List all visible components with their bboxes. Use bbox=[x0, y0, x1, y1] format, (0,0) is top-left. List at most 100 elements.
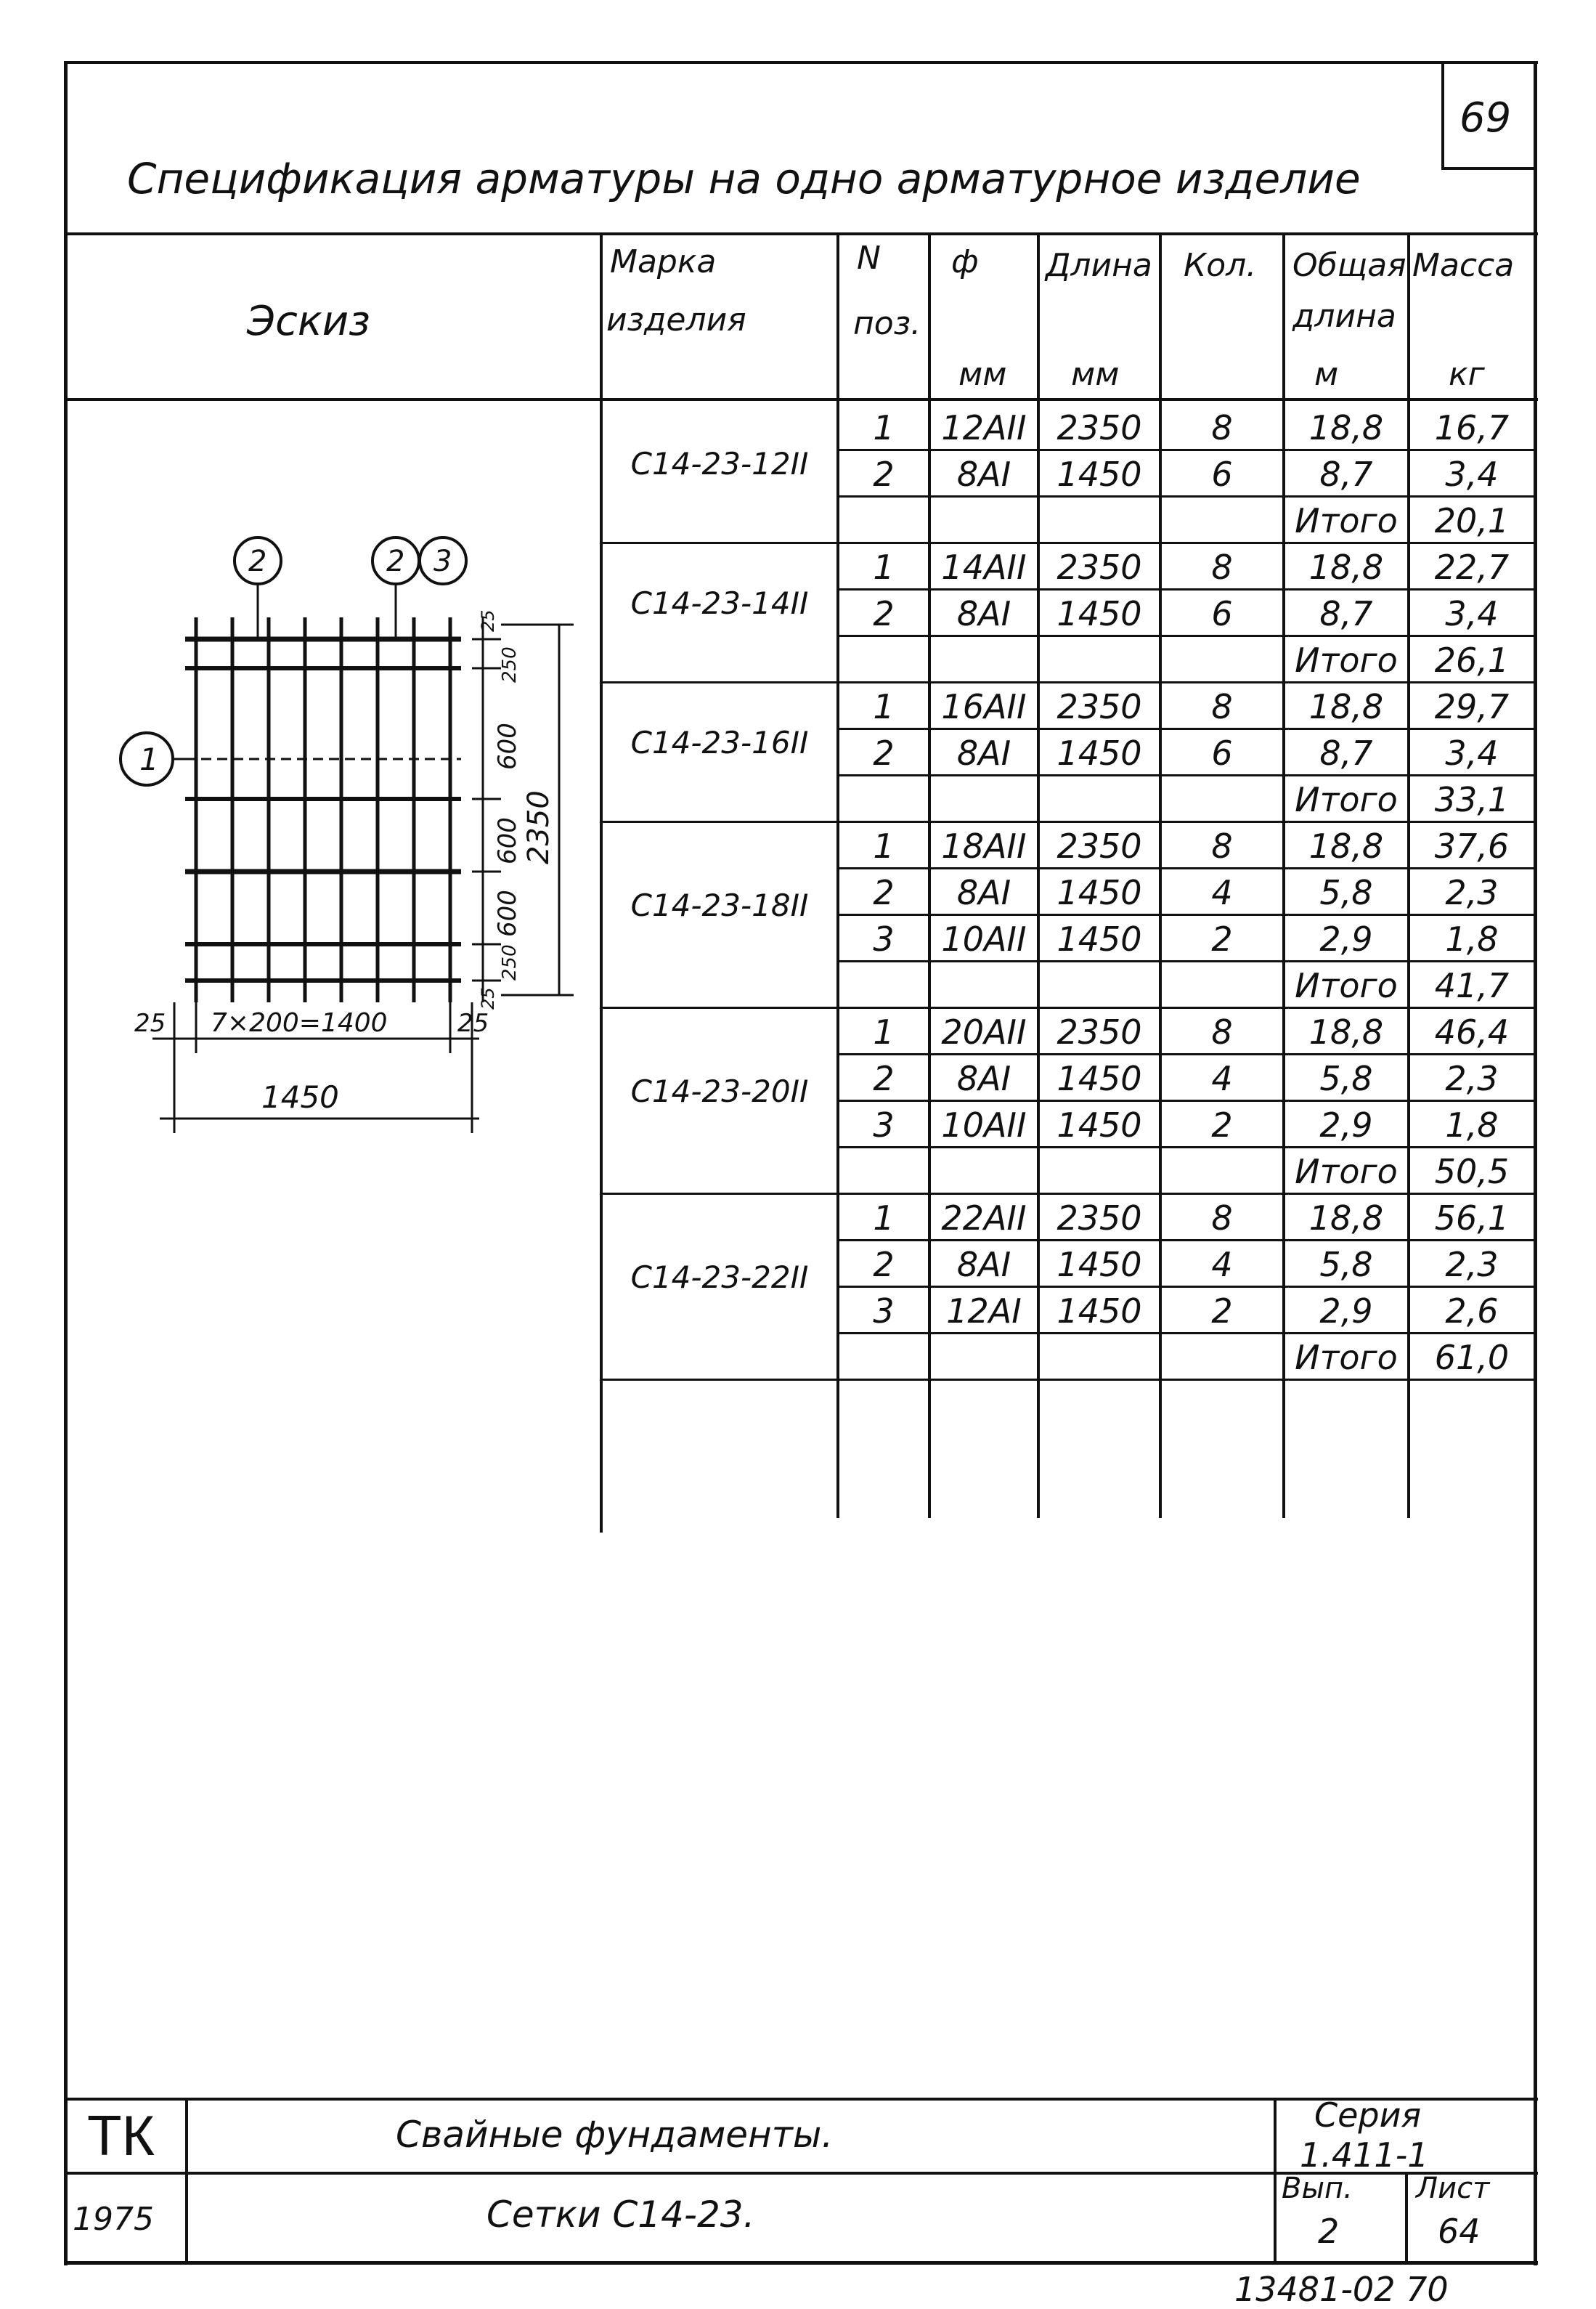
row-line bbox=[838, 774, 1535, 776]
total-mass: 26,1 bbox=[1434, 641, 1510, 680]
footer-number: 13481-02 70 bbox=[1234, 2270, 1449, 2309]
dim-overall-width: 1450 bbox=[261, 1079, 339, 1115]
stamp-series-value: 1.411-1 bbox=[1300, 2135, 1429, 2175]
cell-mass: 2,3 bbox=[1445, 1245, 1499, 1284]
callout-label: 2 bbox=[386, 545, 404, 578]
cell-total: 18,8 bbox=[1308, 548, 1384, 587]
cell-length: 2350 bbox=[1056, 687, 1142, 726]
cell-diam: 16АII bbox=[941, 687, 1027, 726]
total-label: Итого bbox=[1295, 501, 1398, 540]
stamp-vol-value: 2 bbox=[1318, 2212, 1340, 2251]
group-line bbox=[600, 681, 1535, 683]
cell-length: 2350 bbox=[1056, 827, 1142, 866]
header-total-3: м bbox=[1314, 356, 1339, 393]
cell-total: 2,9 bbox=[1319, 920, 1373, 959]
header-mark-1: Марка bbox=[610, 243, 717, 280]
cell-total: 18,8 bbox=[1308, 408, 1384, 447]
cell-count: 8 bbox=[1211, 548, 1233, 587]
row-line bbox=[838, 449, 1535, 451]
cell-mass: 56,1 bbox=[1434, 1198, 1510, 1238]
cell-mass: 3,4 bbox=[1445, 594, 1499, 633]
row-line bbox=[838, 1146, 1535, 1148]
dim-right: 600 bbox=[493, 817, 522, 864]
cell-pos: 3 bbox=[873, 1105, 895, 1145]
group-line bbox=[600, 542, 1535, 544]
stamp-org: ТК bbox=[87, 2103, 155, 2167]
row-line bbox=[838, 1053, 1535, 1055]
callout-circle bbox=[418, 536, 468, 585]
total-mass: 20,1 bbox=[1434, 501, 1510, 540]
cell-total: 5,8 bbox=[1319, 1245, 1373, 1284]
stamp-vol-label: Вып. bbox=[1282, 2172, 1353, 2205]
total-label: Итого bbox=[1295, 1152, 1398, 1191]
cell-mass: 29,7 bbox=[1434, 687, 1510, 726]
cell-mark: С14-23-14II bbox=[630, 585, 809, 621]
stamp-title-2: Сетки С14-23. bbox=[486, 2194, 755, 2236]
header-bottom-line bbox=[64, 398, 1538, 401]
col-line-pos bbox=[928, 232, 931, 1518]
cell-mark: С14-23-16II bbox=[630, 725, 809, 760]
row-line bbox=[838, 1286, 1535, 1288]
cell-total: 2,9 bbox=[1319, 1105, 1373, 1145]
cell-pos: 3 bbox=[873, 920, 895, 959]
stamp-col2 bbox=[1274, 2098, 1277, 2265]
cell-count: 8 bbox=[1211, 1013, 1233, 1052]
dim-right: 600 bbox=[493, 890, 522, 937]
row-line bbox=[838, 495, 1535, 498]
cell-mass: 1,8 bbox=[1445, 920, 1499, 959]
total-label: Итого bbox=[1295, 780, 1398, 819]
header-mark-2: изделия bbox=[606, 301, 746, 338]
cell-mass: 16,7 bbox=[1434, 408, 1510, 447]
header-mass-2: кг bbox=[1449, 356, 1485, 393]
cell-mark: С14-23-20II bbox=[630, 1074, 809, 1109]
cell-mass: 2,3 bbox=[1445, 873, 1499, 912]
cell-diam: 14АII bbox=[941, 548, 1027, 587]
callout-label: 2 bbox=[248, 545, 266, 578]
dim-bottom-right: 25 bbox=[457, 1009, 489, 1038]
cell-pos: 1 bbox=[873, 1013, 895, 1052]
stamp-mid-line bbox=[64, 2172, 1538, 2175]
row-line bbox=[838, 588, 1535, 591]
cell-mass: 22,7 bbox=[1434, 548, 1510, 587]
cell-pos: 2 bbox=[873, 455, 895, 494]
cell-total: 18,8 bbox=[1308, 1198, 1384, 1238]
dim-right: 250 bbox=[499, 646, 521, 683]
header-total-1: Общая bbox=[1292, 247, 1406, 284]
cell-diam: 18АII bbox=[941, 827, 1027, 866]
cell-pos: 1 bbox=[873, 408, 895, 447]
row-line bbox=[838, 914, 1535, 916]
cell-pos: 2 bbox=[873, 1059, 895, 1098]
cell-pos: 2 bbox=[873, 594, 895, 633]
col-line-diam bbox=[1037, 232, 1040, 1518]
header-length-2: мм bbox=[1071, 356, 1120, 393]
cell-length: 1450 bbox=[1056, 1245, 1142, 1284]
cell-count: 8 bbox=[1211, 408, 1233, 447]
cell-diam: 8АI bbox=[956, 873, 1011, 912]
cell-count: 6 bbox=[1211, 734, 1233, 773]
cell-length: 2350 bbox=[1056, 1198, 1142, 1238]
header-sketch: Эскиз bbox=[247, 298, 370, 345]
frame-top bbox=[64, 61, 1538, 64]
cell-length: 1450 bbox=[1056, 455, 1142, 494]
header-diam-1: ф bbox=[951, 243, 979, 280]
stamp-series-label: Серия bbox=[1314, 2095, 1422, 2135]
stamp-year: 1975 bbox=[73, 2201, 154, 2238]
col-line-count bbox=[1282, 232, 1285, 1518]
cell-total: 18,8 bbox=[1308, 827, 1384, 866]
header-mass-1: Масса bbox=[1412, 247, 1515, 284]
cell-mass: 3,4 bbox=[1445, 734, 1499, 773]
cell-diam: 8АI bbox=[956, 734, 1011, 773]
total-mass: 41,7 bbox=[1434, 966, 1510, 1005]
cell-count: 8 bbox=[1211, 827, 1233, 866]
cell-count: 6 bbox=[1211, 594, 1233, 633]
cell-length: 2350 bbox=[1056, 1013, 1142, 1052]
total-label: Итого bbox=[1295, 641, 1398, 680]
cell-pos: 1 bbox=[873, 827, 895, 866]
cell-diam: 8АI bbox=[956, 1059, 1011, 1098]
callout-label: 3 bbox=[433, 545, 452, 578]
col-line-sketch bbox=[600, 232, 603, 1533]
cell-diam: 8АI bbox=[956, 594, 1011, 633]
col-line-mark bbox=[836, 232, 839, 1518]
cell-length: 1450 bbox=[1056, 1105, 1142, 1145]
total-mass: 61,0 bbox=[1434, 1338, 1510, 1377]
